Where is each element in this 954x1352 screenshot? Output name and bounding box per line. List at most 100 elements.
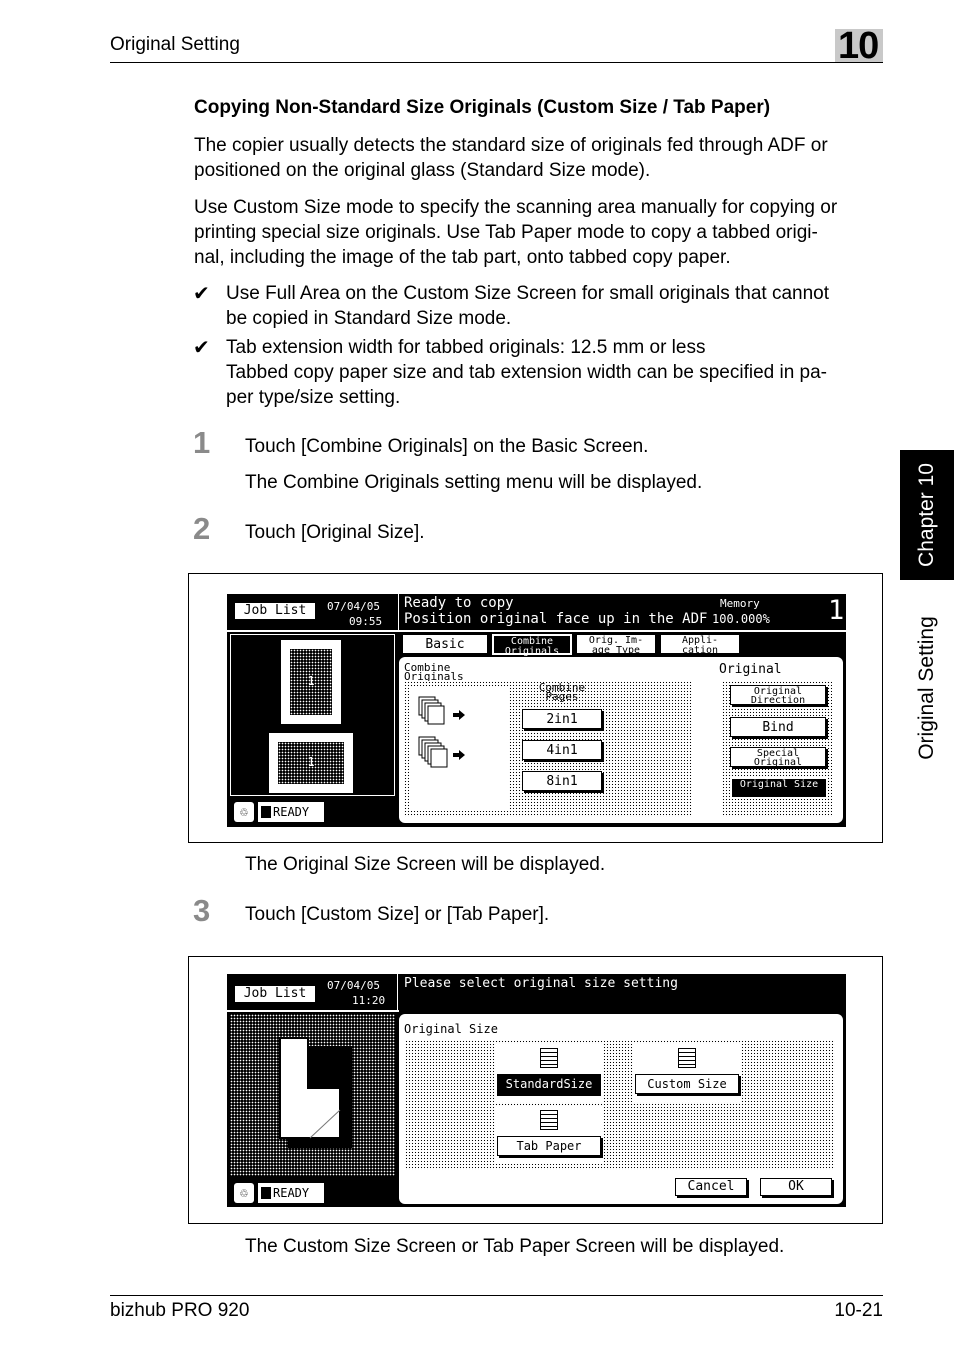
panel-title: Original Size xyxy=(404,1022,498,1036)
tab-basic[interactable]: Basic xyxy=(402,634,488,654)
time-display: 09:55 xyxy=(349,615,383,628)
ready-status: READY xyxy=(273,1186,310,1200)
combine-panel: Combine Originals Combine Pages 2in1 4in… xyxy=(399,657,843,823)
tab-original-preview-icon xyxy=(279,1037,352,1148)
step-result: The Combine Originals setting menu will … xyxy=(245,472,703,493)
original-area: Original Direction Bind Special Original… xyxy=(722,681,832,817)
preview-area: 1 1 xyxy=(230,634,395,796)
original-direction-button[interactable]: Original Direction xyxy=(730,685,826,705)
original-preview-portrait: 1 xyxy=(281,640,341,724)
pages-area: Combine Pages 2in1 4in1 8in1 xyxy=(404,681,692,817)
ready-indicator: READY xyxy=(258,802,324,822)
original-size-button[interactable]: Original Size xyxy=(730,777,828,799)
text-line: per type/size setting. xyxy=(226,387,401,408)
step-number: 3 xyxy=(193,893,211,928)
text-line: nal, including the image of the tab part… xyxy=(194,247,731,268)
time-display: 11:20 xyxy=(352,994,386,1007)
screenshot-frame-original-size: Job List 07/04/05 11:20 Please select or… xyxy=(188,956,883,1224)
cancel-button[interactable]: Cancel xyxy=(675,1178,747,1196)
ready-status: READY xyxy=(273,805,310,819)
ok-button[interactable]: OK xyxy=(760,1178,832,1196)
memory-value: 100.000% xyxy=(712,612,770,626)
check-mark-icon: ✔ xyxy=(193,283,210,305)
step-result: The Original Size Screen will be display… xyxy=(245,854,606,875)
chapter-number: 10 xyxy=(838,25,879,67)
header-rule xyxy=(110,62,883,63)
footer-product: bizhub PRO 920 xyxy=(110,1300,250,1321)
footer-rule xyxy=(110,1295,883,1296)
combine-illustration xyxy=(409,687,509,811)
side-tab-section-label: Original Setting xyxy=(915,616,938,760)
chapter-number-box xyxy=(835,29,883,63)
combine-pages-label: Combine Pages xyxy=(538,681,586,704)
bind-button[interactable]: Bind xyxy=(730,717,826,737)
original-label: Original xyxy=(719,662,782,677)
footer-page-number: 10-21 xyxy=(834,1300,883,1321)
4in1-button[interactable]: 4in1 xyxy=(522,740,602,760)
bullet-note: Use Full Area on the Custom Size Screen … xyxy=(226,281,886,331)
8in1-button[interactable]: 8in1 xyxy=(522,771,602,791)
custom-size-button[interactable]: Custom Size xyxy=(635,1074,739,1094)
divider xyxy=(397,974,398,1012)
original-size-panel: Original Size StandardSize Custom Size T… xyxy=(399,1014,843,1204)
side-tab-chapter-label: Chapter 10 xyxy=(915,463,938,567)
preview-number: 1 xyxy=(307,674,315,688)
screenshot-frame-combine-originals: Job List 07/04/05 09:55 Ready to copy Po… xyxy=(188,573,883,843)
touch-panel-original-size: Job List 07/04/05 11:20 Please select or… xyxy=(227,974,846,1207)
divider xyxy=(227,630,846,632)
copy-count: 1 xyxy=(828,595,845,626)
mode-paragraph: Use Custom Size mode to specify the scan… xyxy=(194,195,884,270)
memory-label: Memory xyxy=(720,597,760,610)
standard-size-button[interactable]: StandardSize xyxy=(496,1073,602,1097)
text-line: Use Full Area on the Custom Size Screen … xyxy=(226,283,830,304)
tab-application[interactable]: Appli- cation xyxy=(660,634,740,656)
preview-number: 1 xyxy=(307,755,315,769)
side-tab-section: Original Setting xyxy=(900,588,954,788)
status-message: Please select original size setting xyxy=(404,976,678,991)
step-instruction: Touch [Original Size]. xyxy=(245,522,425,543)
tab-original-image-type[interactable]: Orig. Im- age Type xyxy=(576,634,656,656)
stacked-pages-icon xyxy=(418,696,465,768)
divider xyxy=(398,594,399,630)
panel-title: Combine Originals xyxy=(404,661,464,684)
special-original-button[interactable]: Special Original xyxy=(730,747,826,767)
step-instruction: Touch [Custom Size] or [Tab Paper]. xyxy=(245,904,550,925)
tab-paper-button[interactable]: Tab Paper xyxy=(497,1136,601,1156)
text-line: Use Custom Size mode to specify the scan… xyxy=(194,197,838,218)
ready-indicator: READY xyxy=(258,1183,324,1203)
memory-icon xyxy=(261,1187,271,1199)
job-list-button[interactable]: Job List xyxy=(234,602,316,620)
memory-icon xyxy=(261,806,271,818)
job-list-button[interactable]: Job List xyxy=(234,985,316,1003)
recycle-icon: ♲ xyxy=(234,1183,254,1203)
bullet-note: Tab extension width for tabbed originals… xyxy=(226,335,886,410)
status-message-line2: Position original face up in the ADF xyxy=(404,611,708,627)
text-line: printing special size originals. Use Tab… xyxy=(194,222,818,243)
step-number: 1 xyxy=(193,425,211,460)
recycle-icon: ♲ xyxy=(234,802,254,822)
document-icon xyxy=(540,1048,558,1068)
original-preview-landscape: 1 xyxy=(269,733,353,793)
text-line: Tab extension width for tabbed originals… xyxy=(226,337,706,358)
step-number: 2 xyxy=(193,511,211,546)
side-tab-chapter: Chapter 10 xyxy=(900,450,954,580)
text-line: be copied in Standard Size mode. xyxy=(226,308,512,329)
step-instruction: Touch [Combine Originals] on the Basic S… xyxy=(245,436,649,457)
status-message-line1: Ready to copy xyxy=(404,595,514,611)
divider xyxy=(227,1010,399,1012)
date-display: 07/04/05 xyxy=(327,979,380,992)
step-result: The Custom Size Screen or Tab Paper Scre… xyxy=(245,1236,785,1257)
text-line: The copier usually detects the standard … xyxy=(194,135,828,156)
tab-document-icon xyxy=(540,1110,558,1130)
text-line: positioned on the original glass (Standa… xyxy=(194,160,651,181)
running-header-title: Original Setting xyxy=(110,34,240,55)
touch-panel-combine: Job List 07/04/05 09:55 Ready to copy Po… xyxy=(227,594,846,827)
2in1-button[interactable]: 2in1 xyxy=(522,709,602,729)
tab-combine-originals[interactable]: Combine Originals xyxy=(492,634,572,657)
intro-paragraph: The copier usually detects the standard … xyxy=(194,133,884,183)
text-line: Tabbed copy paper size and tab extension… xyxy=(226,362,828,383)
check-mark-icon: ✔ xyxy=(193,337,210,359)
size-options-area: StandardSize Custom Size Tab Paper xyxy=(405,1040,835,1170)
document-icon xyxy=(678,1048,696,1068)
date-display: 07/04/05 xyxy=(327,600,380,613)
